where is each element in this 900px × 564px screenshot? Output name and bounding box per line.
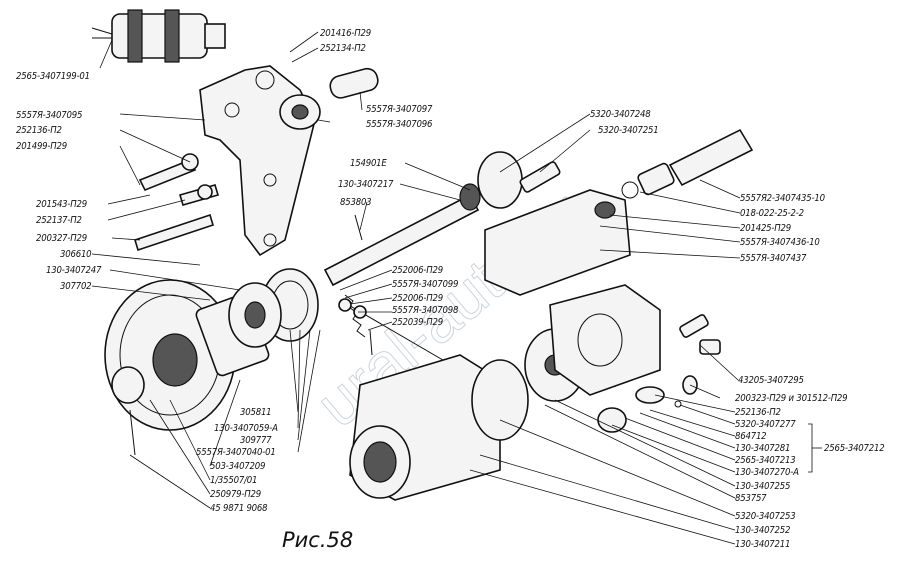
leader-lines: [91, 31, 822, 545]
part-label: 1/35507/01: [210, 475, 257, 486]
part-label: 5557Я-3407095: [16, 110, 82, 121]
part-label: 307702: [60, 281, 91, 292]
part-label: 250979-П29: [210, 489, 261, 500]
part-label: 5557Я-3407098: [392, 305, 459, 316]
part-label: 5557Я-3407097: [366, 104, 433, 115]
part-label: 201543-П29: [36, 199, 87, 210]
part-label: 306610: [60, 249, 92, 260]
part-label: 154901Е: [350, 158, 387, 169]
part-label: 201499-П29: [16, 141, 67, 152]
part-label: 130-3407247: [46, 265, 102, 276]
pin-drawing: [329, 67, 379, 99]
part-label: 252039-П29: [392, 317, 443, 328]
part-label: 5320-3407277: [735, 419, 796, 430]
part-label: 5557Я-3407040-01: [196, 447, 276, 458]
part-label: 200323-П29 и 301512-П29: [735, 393, 847, 404]
part-label: 5320-3407253: [735, 511, 796, 522]
figure-caption: Рис.58: [282, 528, 353, 552]
part-label: 130-3407217: [338, 179, 394, 190]
pump-body-drawing: [349, 354, 529, 501]
cover-housing-drawing: [549, 284, 661, 396]
bracket-drawing: [199, 65, 321, 257]
part-label: 2565-3407212: [824, 443, 885, 454]
pipe-drawing: [621, 128, 754, 199]
part-label: 5557Я-3407436-10: [740, 237, 820, 248]
part-label: 305811: [240, 407, 271, 418]
part-label: 200327-П29: [36, 233, 87, 244]
part-label: 018-022-25-2-2: [740, 208, 804, 219]
part-label: 130-3407255: [735, 481, 790, 492]
part-label: 503-3407209: [210, 461, 265, 472]
part-label: 252006-П29: [392, 265, 443, 276]
part-label: 5557Я-3407099: [392, 279, 458, 290]
part-labels: 2565-3407199-01 201416-П29 252134-П2 555…: [16, 28, 885, 550]
part-label: 130-3407059-А: [214, 423, 278, 434]
part-label: 130-3407270-А: [735, 467, 799, 478]
part-label: 130-3407211: [735, 539, 790, 550]
part-label: 252136-П2: [735, 407, 781, 418]
part-label: 252136-П2: [16, 125, 62, 136]
shaft-drawing: [323, 151, 561, 287]
part-label: 252006-П29: [392, 293, 443, 304]
bearing-stack-drawing: [228, 268, 319, 348]
part-label: 5557Я-3407096: [366, 119, 433, 130]
part-label: 130-3407252: [735, 525, 790, 536]
part-label: 201425-П29: [740, 223, 791, 234]
part-label: 201416-П29: [320, 28, 371, 39]
part-label: 864712: [735, 431, 766, 442]
part-label: 130-3407281: [735, 443, 790, 454]
part-label: 2565-3407213: [735, 455, 796, 466]
part-label: 2565-3407199-01: [16, 71, 90, 82]
part-label: 45 9871 9068: [210, 503, 268, 514]
part-label: 853803: [340, 197, 371, 208]
part-label: 5320-3407248: [590, 109, 651, 120]
valve-housing-drawing: [484, 189, 631, 296]
pump-assembly-drawing: [91, 9, 226, 63]
part-label: 5320-3407251: [598, 125, 659, 136]
part-label: 252137-П2: [36, 215, 82, 226]
part-label: 853757: [735, 493, 767, 504]
small-valve-parts-drawing: [597, 314, 721, 433]
pins-drawing: [129, 214, 373, 456]
part-label: 5557Я2-3407435-10: [740, 193, 826, 204]
part-label: 5557Я-3407437: [740, 253, 807, 264]
part-label: 252134-П2: [320, 43, 366, 54]
part-label: 43205-3407295: [738, 375, 804, 386]
part-label: 309777: [240, 435, 272, 446]
